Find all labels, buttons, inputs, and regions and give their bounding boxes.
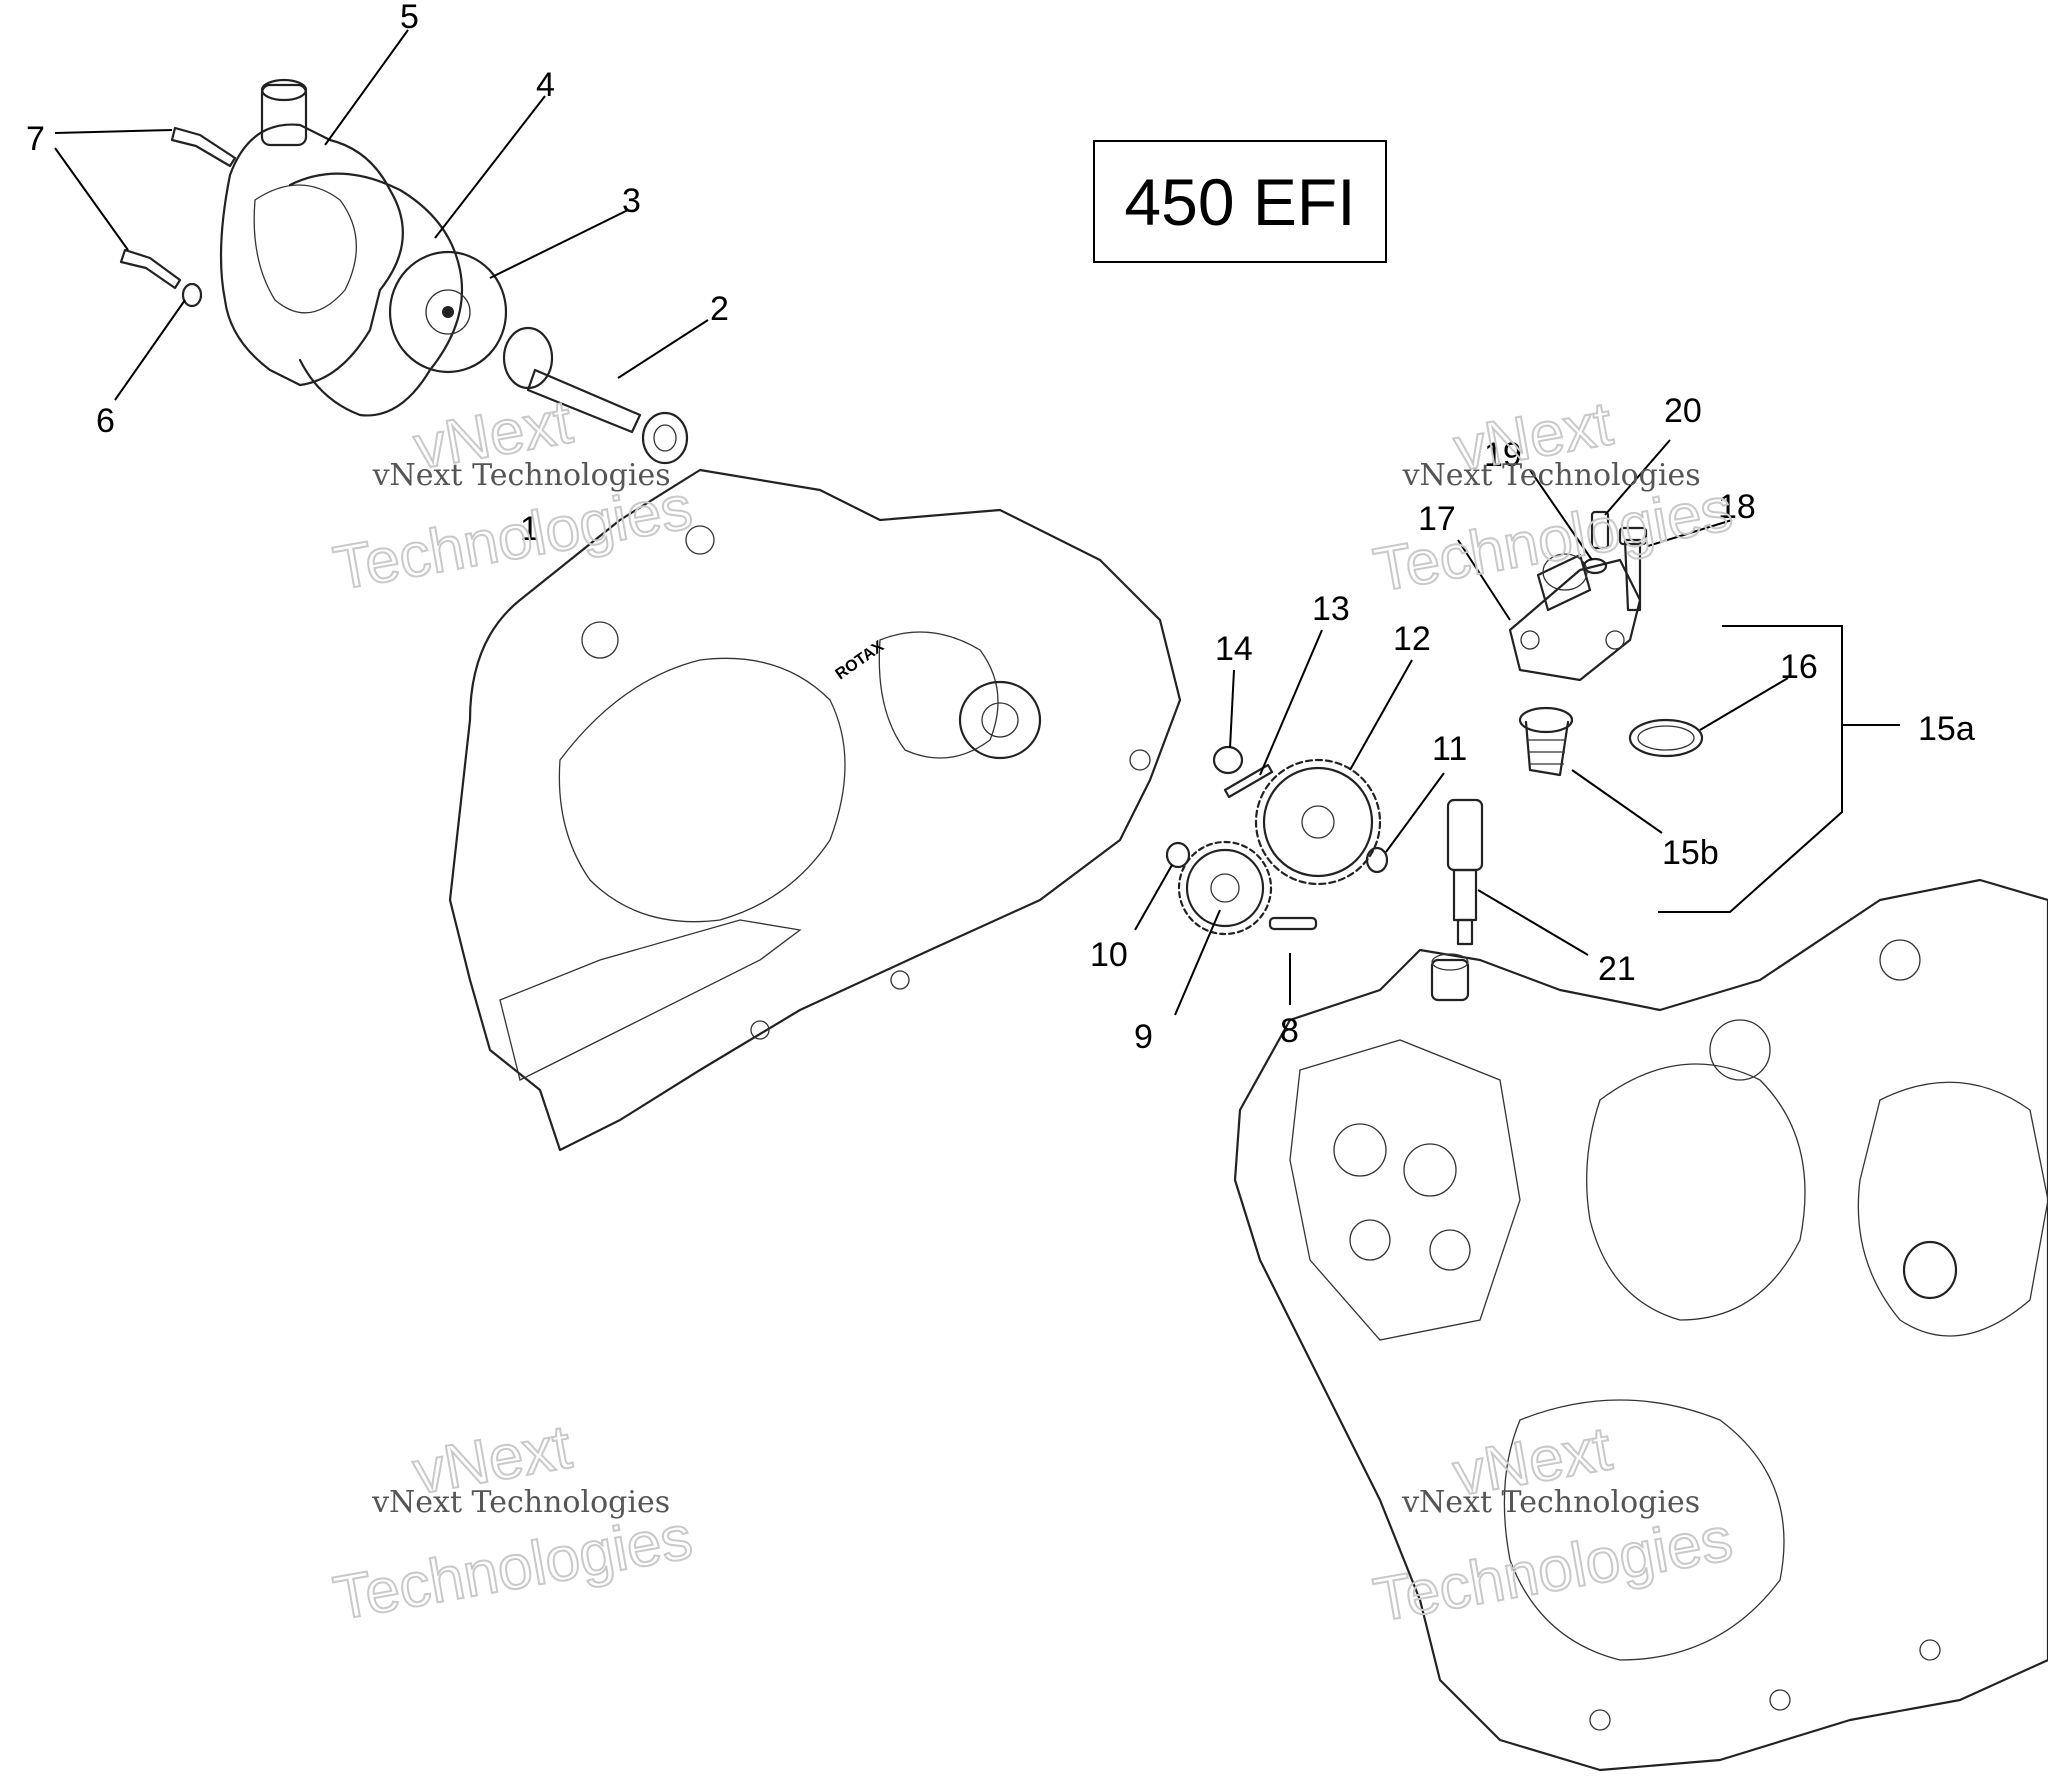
watermark-caption: vNext Technologies — [372, 458, 671, 493]
callout-1: 1 — [520, 510, 539, 548]
watermark-caption: vNext Technologies — [1401, 1485, 1700, 1520]
callout-5: 5 — [400, 0, 419, 36]
circlip-11 — [1365, 846, 1389, 874]
watermark-bottom-left: vNext vNext Technologies Technologies — [328, 1412, 698, 1635]
washer-19 — [1582, 557, 1608, 575]
gasket-o-ring — [288, 172, 464, 417]
callout-3: 3 — [622, 182, 641, 220]
callout-18: 18 — [1718, 488, 1756, 526]
callout-13: 13 — [1312, 590, 1350, 628]
pump-bolt-upper — [170, 126, 237, 168]
thermostat — [1518, 706, 1574, 777]
callout-15a: 15a — [1918, 710, 1975, 748]
title-box: 450 EFI — [1093, 140, 1387, 263]
callout-19: 19 — [1484, 436, 1522, 474]
page-title: 450 EFI — [1124, 165, 1355, 239]
watermark-top-left: vNext vNext Technologies Technologies — [328, 386, 698, 604]
bolt-18 — [1618, 526, 1648, 612]
watermark-caption: vNext Technologies — [371, 1485, 670, 1520]
callout-17: 17 — [1418, 500, 1456, 538]
callout-15b: 15b — [1662, 834, 1719, 872]
temperature-sensor-21 — [1446, 798, 1484, 946]
circlip-10 — [1165, 841, 1191, 869]
callout-6: 6 — [96, 402, 115, 440]
callout-9: 9 — [1134, 1018, 1153, 1056]
callout-21: 21 — [1598, 950, 1636, 988]
watermark-caption: vNext Technologies — [1402, 458, 1701, 493]
bolt-20 — [1590, 510, 1610, 550]
watermark-bottom-right: vNext vNext Technologies Technologies — [1368, 1413, 1738, 1636]
pin-8 — [1268, 916, 1318, 931]
engine-block — [1233, 878, 2048, 1772]
pump-bolt-lower — [119, 248, 182, 290]
callout-8: 8 — [1280, 1012, 1299, 1050]
leader-lines — [54, 29, 1789, 1016]
impeller — [388, 250, 508, 374]
watermark-word: Technologies — [1369, 475, 1737, 606]
crankcase-half: ROTAX — [448, 468, 1182, 1152]
callout-11: 11 — [1432, 730, 1467, 768]
watermark-word: Technologies — [329, 1503, 697, 1634]
callout-4: 4 — [536, 66, 555, 104]
callout-16: 16 — [1780, 648, 1818, 686]
callout-2: 2 — [710, 290, 729, 328]
callout-labels: 1 2 3 4 5 6 7 8 9 10 11 12 13 14 15a 15b… — [26, 0, 1975, 1056]
bracket-15a — [1658, 625, 1900, 913]
callout-12: 12 — [1393, 620, 1431, 658]
gear-9 — [1177, 840, 1273, 936]
gear-12 — [1254, 758, 1382, 886]
washer — [181, 282, 203, 308]
pin-13 — [1223, 763, 1274, 799]
washer-14 — [1212, 745, 1244, 775]
pump-shaft — [502, 326, 642, 434]
callout-14: 14 — [1215, 630, 1253, 668]
watermark-word: Technologies — [1369, 1505, 1737, 1636]
shaft-seal — [641, 411, 689, 465]
o-ring-16 — [1628, 718, 1704, 758]
callout-20: 20 — [1664, 392, 1702, 430]
callout-7: 7 — [26, 120, 45, 158]
water-pump-cover — [219, 78, 404, 387]
callout-10: 10 — [1090, 936, 1128, 974]
